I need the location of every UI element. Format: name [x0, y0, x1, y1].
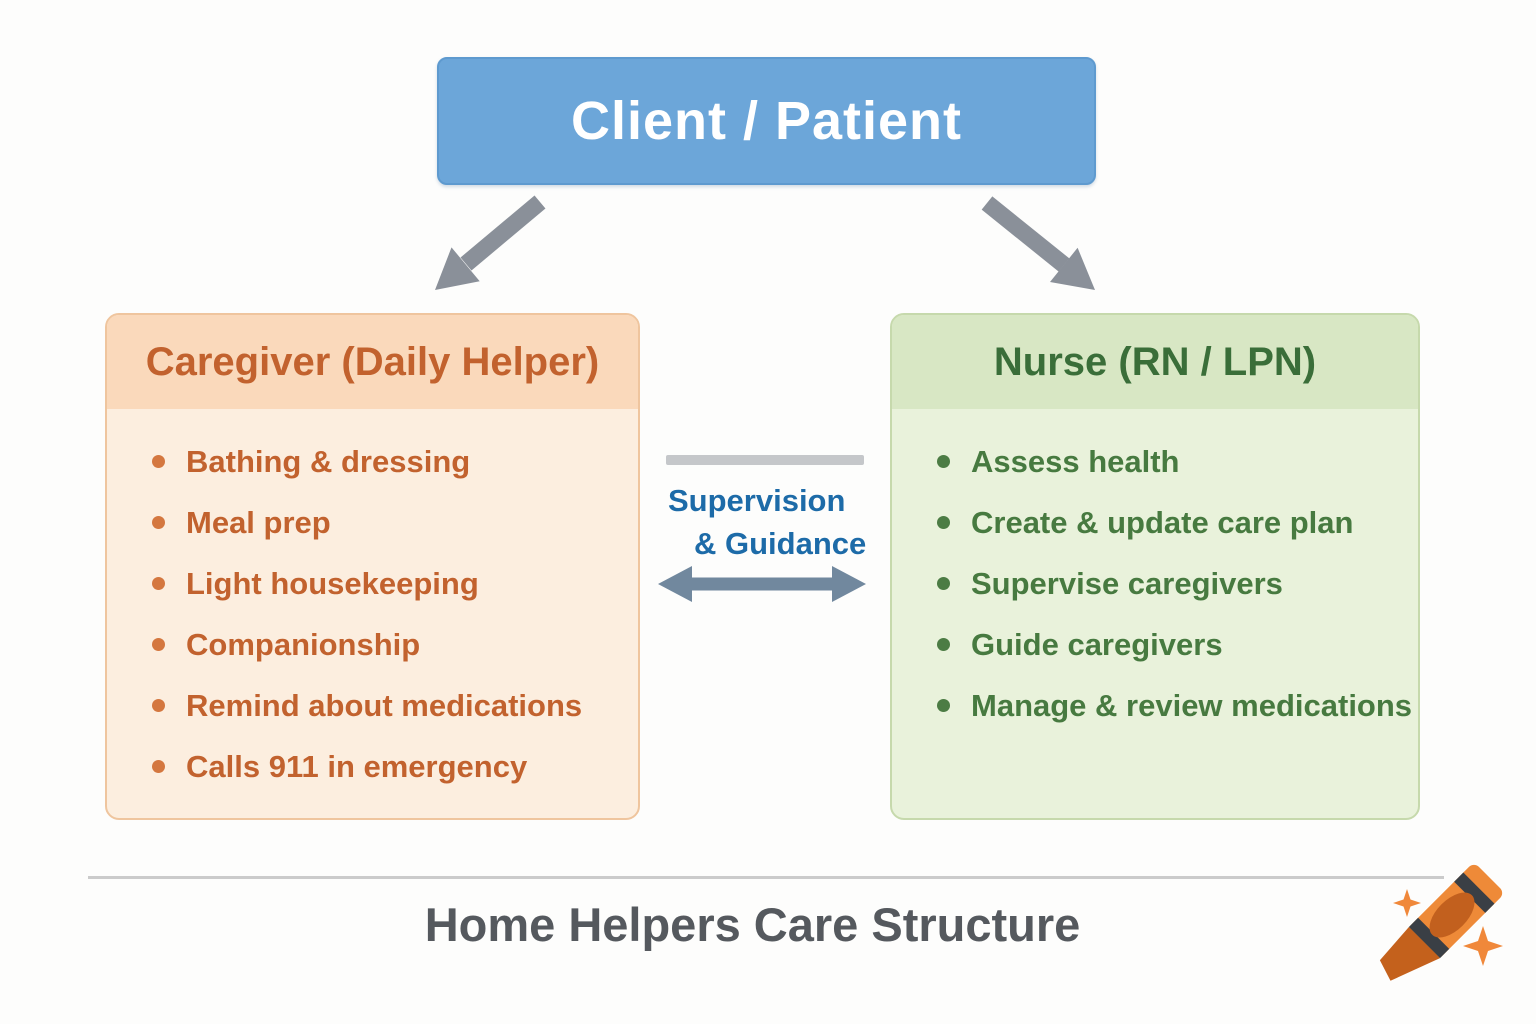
bullet-icon	[152, 455, 165, 468]
nurse-item-label: Manage & review medications	[971, 687, 1413, 723]
bullet-icon	[152, 760, 165, 773]
nurse-title: Nurse (RN / LPN)	[993, 339, 1317, 384]
caregiver-item-label: Calls 911 in emergency	[186, 748, 528, 784]
list-item: Supervise caregivers	[937, 553, 1418, 614]
nurse-list: Assess health Create & update care plan …	[892, 409, 1418, 736]
caregiver-panel: Caregiver (Daily Helper) Bathing & dress…	[105, 313, 640, 820]
caregiver-list: Bathing & dressing Meal prep Light house…	[107, 409, 638, 797]
crayon-icon	[1379, 864, 1503, 981]
caregiver-item-label: Remind about medications	[186, 687, 583, 723]
crayon-body	[1379, 864, 1503, 981]
list-item: Light housekeeping	[152, 553, 638, 614]
supervision-line2: & Guidance	[694, 526, 867, 561]
client-patient-box: Client / Patient	[437, 57, 1096, 185]
list-item: Manage & review medications	[937, 675, 1418, 736]
arrow-down-left-icon	[435, 195, 546, 290]
bullet-icon	[152, 638, 165, 651]
nurse-item-label: Assess health	[971, 443, 1180, 479]
bullet-icon	[937, 455, 950, 468]
nurse-panel: Nurse (RN / LPN) Assess health Create & …	[890, 313, 1420, 820]
bullet-icon	[152, 699, 165, 712]
supervision-divider-bar	[666, 455, 864, 465]
list-item: Assess health	[937, 431, 1418, 492]
nurse-item-label: Guide caregivers	[971, 626, 1223, 662]
caregiver-item-label: Meal prep	[186, 504, 331, 540]
list-item: Guide caregivers	[937, 614, 1418, 675]
client-patient-label: Client / Patient	[570, 91, 963, 151]
bullet-icon	[937, 577, 950, 590]
list-item: Remind about medications	[152, 675, 638, 736]
list-item: Create & update care plan	[937, 492, 1418, 553]
bullet-icon	[937, 699, 950, 712]
caregiver-item-label: Light housekeeping	[186, 565, 479, 601]
footer-divider	[88, 876, 1444, 879]
caregiver-item-label: Companionship	[186, 626, 421, 662]
nurse-item-label: Create & update care plan	[971, 504, 1354, 540]
bullet-icon	[152, 516, 165, 529]
nurse-panel-header: Nurse (RN / LPN)	[892, 315, 1418, 409]
sparkle-icon	[1393, 889, 1421, 917]
list-item: Bathing & dressing	[152, 431, 638, 492]
diagram-title: Home Helpers Care Structure	[424, 898, 1081, 951]
bullet-icon	[937, 638, 950, 651]
double-headed-arrow-icon	[658, 566, 866, 602]
list-item: Calls 911 in emergency	[152, 736, 638, 797]
supervision-guidance-label: Supervision & Guidance	[668, 479, 866, 565]
nurse-item-label: Supervise caregivers	[971, 565, 1283, 601]
caregiver-panel-header: Caregiver (Daily Helper)	[107, 315, 638, 409]
bullet-icon	[152, 577, 165, 590]
list-item: Meal prep	[152, 492, 638, 553]
arrow-down-right-icon	[981, 196, 1095, 290]
sparkle-icon	[1463, 926, 1503, 966]
caregiver-item-label: Bathing & dressing	[186, 443, 471, 479]
bullet-icon	[937, 516, 950, 529]
supervision-line1: Supervision	[668, 483, 846, 518]
list-item: Companionship	[152, 614, 638, 675]
caregiver-title: Caregiver (Daily Helper)	[145, 339, 600, 384]
